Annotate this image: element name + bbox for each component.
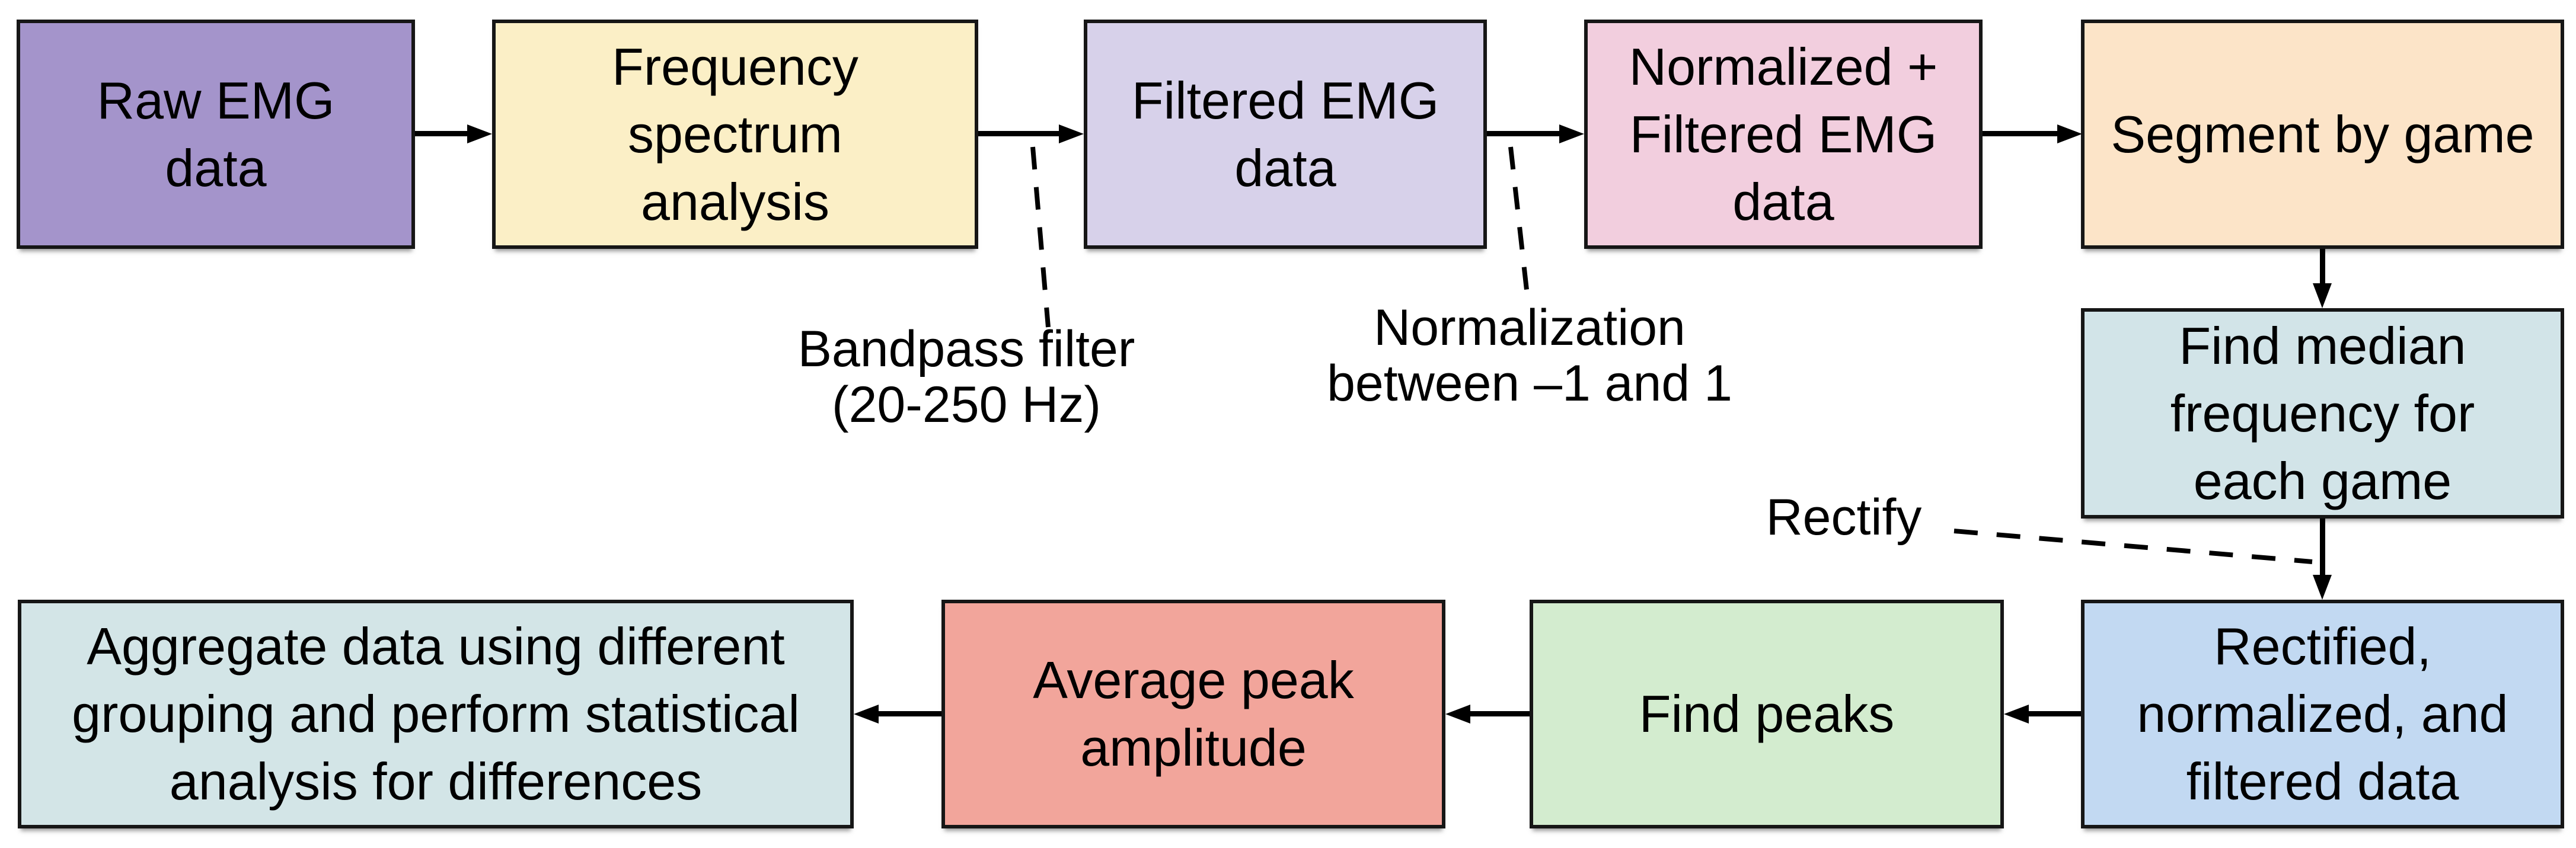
note-rectify: Rectify bbox=[1766, 489, 1922, 546]
box-aggregate-statistical-analysis: Aggregate data using different grouping … bbox=[18, 600, 854, 828]
box-find-peaks: Find peaks bbox=[1530, 600, 2004, 828]
box-average-peak-amplitude: Average peak amplitude bbox=[941, 600, 1445, 828]
box-normalized-filtered-emg-data: Normalized + Filtered EMG data bbox=[1584, 20, 1983, 249]
box-segment-by-game: Segment by game bbox=[2081, 20, 2564, 249]
box-frequency-spectrum-analysis: Frequency spectrum analysis bbox=[492, 20, 978, 249]
note-bandpass-filter: Bandpass filter (20-250 Hz) bbox=[797, 321, 1135, 433]
box-raw-emg-data: Raw EMG data bbox=[17, 20, 415, 249]
dashed-line-normalization bbox=[1508, 146, 1530, 296]
box-rectified-normalized-filtered-data: Rectified, normalized, and filtered data bbox=[2081, 600, 2564, 828]
note-normalization: Normalization between –1 and 1 bbox=[1327, 299, 1732, 412]
dashed-line-rectify bbox=[1953, 529, 2313, 564]
box-find-median-frequency: Find median frequency for each game bbox=[2081, 308, 2564, 519]
box-filtered-emg-data: Filtered EMG data bbox=[1084, 20, 1487, 249]
dashed-line-bandpass bbox=[1030, 146, 1051, 328]
